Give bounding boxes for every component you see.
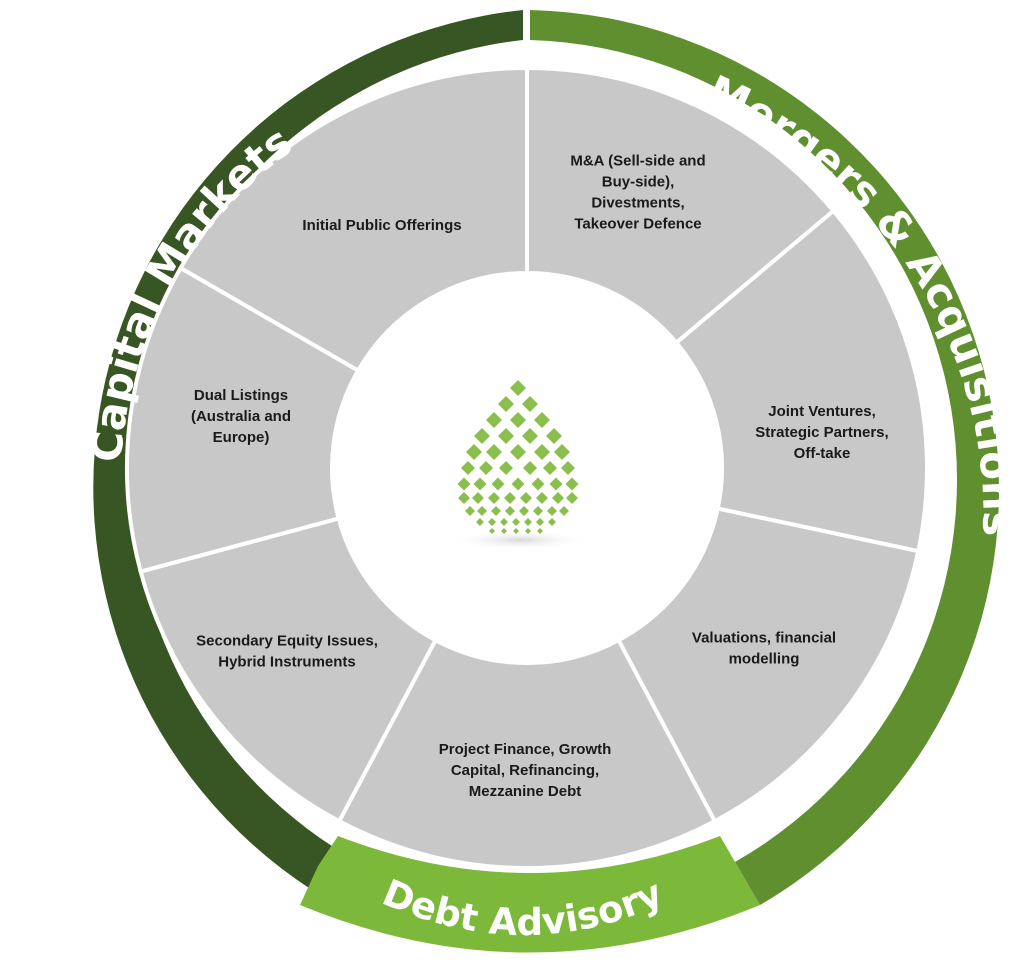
segment-label-ipo: Initial Public Offerings — [302, 217, 461, 234]
logo-diamond — [513, 528, 519, 534]
mergers-acquisitions-ring — [530, 10, 1000, 905]
logo-diamond — [491, 477, 505, 491]
logo-diamond — [549, 477, 563, 491]
logo-diamond — [499, 461, 513, 475]
segment-label-valuations: Valuations, financial modelling — [692, 630, 836, 668]
logo-diamond — [466, 444, 482, 460]
segment-label-line: Secondary Equity Issues, — [196, 633, 378, 650]
segment-label-jv: Joint Ventures, Strategic Partners, Off-ta… — [755, 403, 888, 462]
logo-diamond — [525, 528, 531, 534]
segment-label-line: Takeover Defence — [574, 216, 701, 233]
logo-diamond — [476, 518, 484, 526]
logo-diamond — [510, 444, 526, 460]
logo-diamond — [504, 492, 516, 504]
logo-diamond — [552, 492, 564, 504]
logo-diamond — [465, 506, 475, 516]
logo-diamond — [511, 477, 525, 491]
logo-diamond — [489, 528, 495, 534]
segment-label-line: Capital, Refinancing, — [451, 762, 599, 779]
logo-diamond — [519, 506, 529, 516]
segment-label-line: Hybrid Instruments — [218, 654, 356, 671]
logo-diamond — [510, 380, 526, 396]
logo-diamond — [491, 506, 501, 516]
logo-diamond — [559, 506, 569, 516]
logo-diamond — [498, 428, 514, 444]
logo-diamond — [457, 477, 471, 491]
logo-diamond — [477, 506, 487, 516]
debt-advisory-tab — [300, 836, 760, 953]
logo-diamond — [536, 518, 544, 526]
logo-diamond — [533, 506, 543, 516]
logo-diamond — [520, 492, 532, 504]
segment-jv — [615, 506, 921, 824]
logo-diamond — [473, 477, 487, 491]
segment-label-line: M&A (Sell-side and — [570, 153, 705, 170]
logo-diamond — [461, 461, 475, 475]
segment-label-line: Mezzanine Debt — [469, 783, 582, 800]
segment-label-line: Strategic Partners, — [755, 424, 888, 441]
logo-diamond — [501, 528, 507, 534]
logo-diamond — [543, 461, 557, 475]
logo-diamond — [522, 428, 538, 444]
logo-diamond — [566, 492, 578, 504]
segment-labels: Initial Public Offerings M&A (Sell-side a… — [191, 153, 889, 801]
segments-group — [125, 65, 929, 870]
logo-diamond — [548, 518, 556, 526]
logo-diamond — [488, 492, 500, 504]
logo-diamond — [486, 412, 502, 428]
logo-diamond — [458, 492, 470, 504]
logo-diamond — [561, 461, 575, 475]
segment-label-line: (Australia and — [191, 408, 291, 425]
logo-diamond — [554, 444, 570, 460]
logo-diamond — [512, 518, 520, 526]
segment-label-line: Off-take — [794, 445, 851, 462]
logo-diamond — [534, 444, 550, 460]
logo-diamond — [547, 506, 557, 516]
segment-label-line: Buy-side), — [602, 174, 675, 191]
logo-diamond — [472, 492, 484, 504]
logo-diamond — [505, 506, 515, 516]
logo-diamond — [510, 412, 526, 428]
logo-diamond — [500, 518, 508, 526]
logo-diamond — [488, 518, 496, 526]
leaf-logo-icon — [450, 380, 590, 550]
logo-diamond — [522, 396, 538, 412]
segment-label-line: Europe) — [213, 429, 270, 446]
logo-diamond — [523, 461, 537, 475]
logo-diamond — [498, 396, 514, 412]
logo-diamond — [534, 412, 550, 428]
segment-label-line: Project Finance, Growth — [439, 741, 612, 758]
logo-diamond — [486, 444, 502, 460]
segment-label-line: modelling — [729, 651, 800, 668]
segment-label-line: Divestments, — [591, 195, 684, 212]
capital-markets-ring — [93, 10, 524, 890]
segment-label-secondary-equity: Secondary Equity Issues, Hybrid Instrumen… — [196, 633, 378, 671]
logo-diamond — [546, 428, 562, 444]
logo-diamond — [524, 518, 532, 526]
segment-label-line: Initial Public Offerings — [302, 217, 461, 234]
logo-diamond — [479, 461, 493, 475]
segment-label-line: Joint Ventures, — [768, 403, 876, 420]
logo-diamond — [531, 477, 545, 491]
logo-diamond — [537, 528, 543, 534]
logo-diamond — [565, 477, 579, 491]
segment-label-line: Valuations, financial — [692, 630, 836, 647]
segment-label-line: Dual Listings — [194, 387, 288, 404]
logo-diamond — [474, 428, 490, 444]
logo-diamond — [536, 492, 548, 504]
